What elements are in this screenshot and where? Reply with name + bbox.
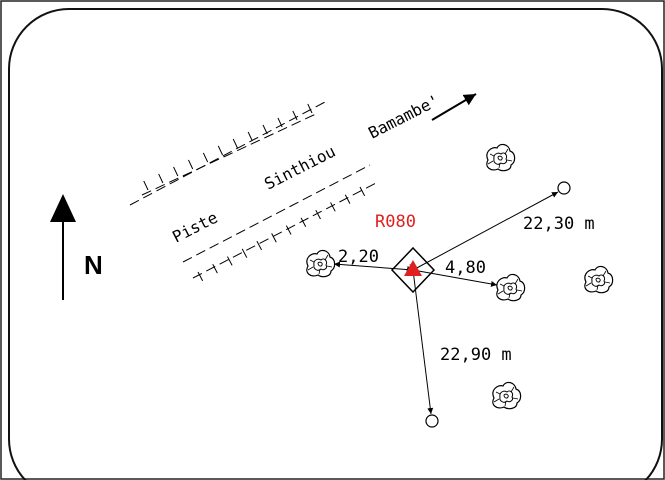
road-tick (300, 217, 307, 227)
road-tick (262, 124, 268, 135)
tree-icon (486, 143, 516, 172)
road-tick (277, 117, 283, 128)
road-label-word1: Piste (169, 208, 221, 247)
road-tick (232, 138, 238, 149)
road-tick (227, 256, 233, 266)
road-tick (197, 271, 204, 282)
tree-icon (584, 265, 614, 294)
road-tick (158, 173, 164, 184)
survey-point-northeast (557, 181, 571, 195)
road-tick (292, 110, 298, 121)
road-tick (247, 131, 253, 142)
road-tick (256, 240, 262, 251)
road-label-word2: Sinthiou (261, 142, 338, 194)
road-tick (217, 145, 223, 156)
road-tick (202, 152, 209, 163)
road-tick (212, 264, 218, 274)
tree-icon (496, 273, 526, 302)
distance-northeast: 22,30 m (523, 214, 595, 234)
road-piste (129, 101, 379, 282)
distance-east: 4,80 (445, 258, 486, 278)
road-tick (143, 180, 149, 191)
survey-point-south (425, 414, 439, 428)
road-tick (315, 209, 321, 220)
road-tick (344, 194, 351, 204)
north-arrow (50, 194, 76, 300)
north-label: N (84, 250, 103, 280)
road-tick (188, 159, 194, 170)
road-tick (307, 103, 313, 114)
tree-icon (492, 381, 522, 410)
road-tick (241, 248, 248, 258)
measurement-lines (333, 191, 559, 415)
road-direction-arrow (431, 93, 477, 121)
map-frame (8, 8, 663, 480)
road-label-word3: Bamambe' (365, 91, 442, 143)
road-tick (359, 186, 366, 197)
distance-south: 22,90 m (440, 345, 512, 365)
road-tick (271, 233, 277, 243)
road-tick (173, 166, 179, 177)
road-tick (285, 225, 292, 235)
tree-icon (306, 249, 336, 278)
road-tick (330, 202, 336, 212)
station-code: R080 (375, 212, 416, 232)
station-marker-icon (404, 260, 422, 276)
distance-west: 2,20 (338, 247, 379, 267)
